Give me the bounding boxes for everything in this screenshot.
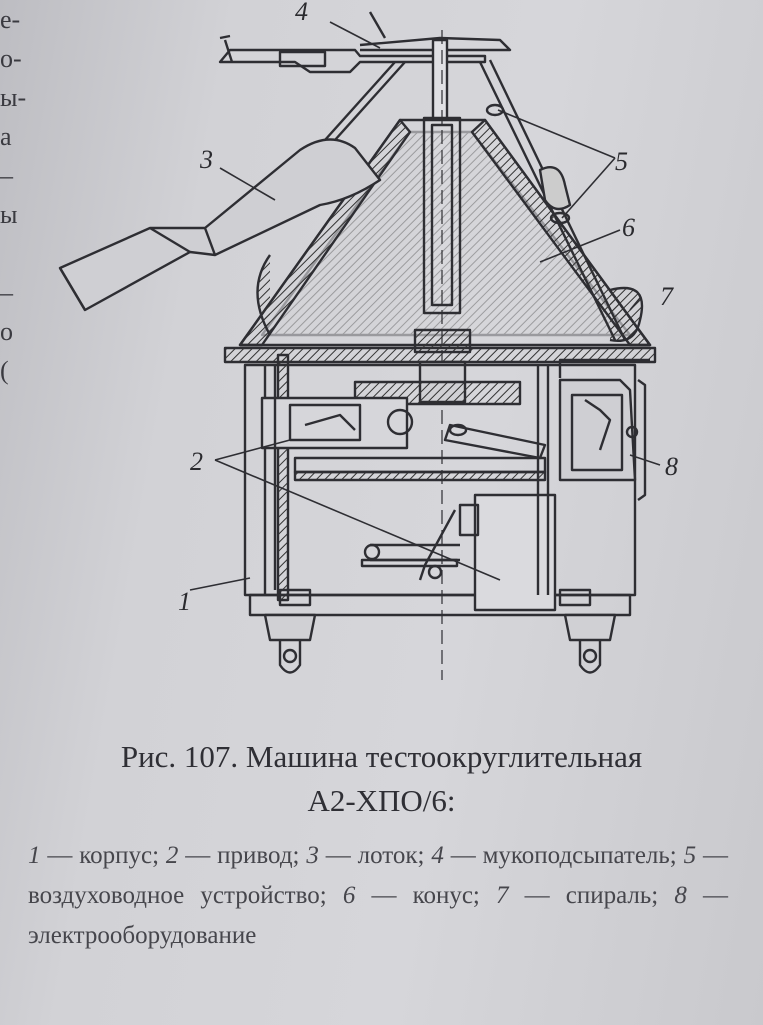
legend-num: 5	[683, 842, 697, 869]
callout-2: 2	[190, 447, 203, 476]
margin-fragment: –	[0, 278, 13, 307]
callout-7: 7	[660, 282, 674, 311]
adjacent-column-text: е- о- ы- а – ы – о (	[0, 0, 30, 390]
electric-motor	[360, 493, 557, 612]
legend-num: 4	[431, 842, 444, 869]
margin-fragment: о	[0, 317, 13, 346]
legend-text: — корпус;	[40, 842, 166, 869]
chute	[58, 138, 382, 312]
margin-fragment	[0, 234, 30, 273]
air-duct-device	[485, 103, 572, 225]
machine-feet	[263, 613, 617, 674]
legend-num: 7	[496, 882, 509, 909]
legend-text: — лоток;	[318, 842, 432, 869]
callout-3: 3	[199, 145, 213, 174]
margin-fragment: ы	[0, 200, 18, 229]
legend-text: — электрооборудование	[28, 882, 729, 949]
margin-fragment: о-	[0, 44, 22, 73]
legend-num: 2	[165, 842, 179, 869]
legend-num: 1	[28, 842, 41, 869]
legend-num: 6	[342, 882, 356, 909]
caption-line-1: Рис. 107. Машина тестоокруглительная	[120, 739, 643, 774]
callout-6: 6	[622, 213, 635, 242]
callout-8: 8	[665, 452, 678, 481]
margin-fragment: ы-	[0, 83, 27, 112]
margin-fragment: –	[0, 161, 13, 190]
legend-text: — конус;	[355, 882, 496, 909]
margin-fragment: е-	[0, 5, 21, 34]
legend-text: — спираль;	[508, 882, 675, 909]
spiral	[609, 286, 644, 342]
legend-num: 8	[674, 882, 687, 909]
callout-1: 1	[178, 587, 191, 616]
legend-text: — воздуховодное устройство;	[28, 842, 728, 909]
figure-legend: 1 — корпус; 2 — привод; 3 — лоток; 4 — м…	[28, 836, 728, 956]
caption-line-2: А2-ХПО/6:	[307, 783, 456, 818]
technical-drawing: 4 3 5 6 7 2 8 1	[58, 0, 678, 680]
flour-duster	[218, 11, 512, 74]
legend-text: — мукоподсыпатель;	[443, 842, 684, 869]
legend-text: — привод;	[178, 842, 307, 869]
machine-drawing: 4 3 5 6 7 2 8 1	[40, 0, 740, 720]
electrical-equipment	[558, 358, 650, 501]
callout-4: 4	[295, 0, 308, 26]
callout-5: 5	[615, 147, 628, 176]
figure-caption: Рис. 107. Машина тестоокруглительная А2-…	[0, 735, 763, 823]
legend-num: 3	[306, 842, 319, 869]
margin-fragment: (	[0, 356, 9, 385]
leader-lines	[189, 21, 661, 591]
margin-fragment: а	[0, 122, 12, 151]
drive	[260, 396, 547, 460]
